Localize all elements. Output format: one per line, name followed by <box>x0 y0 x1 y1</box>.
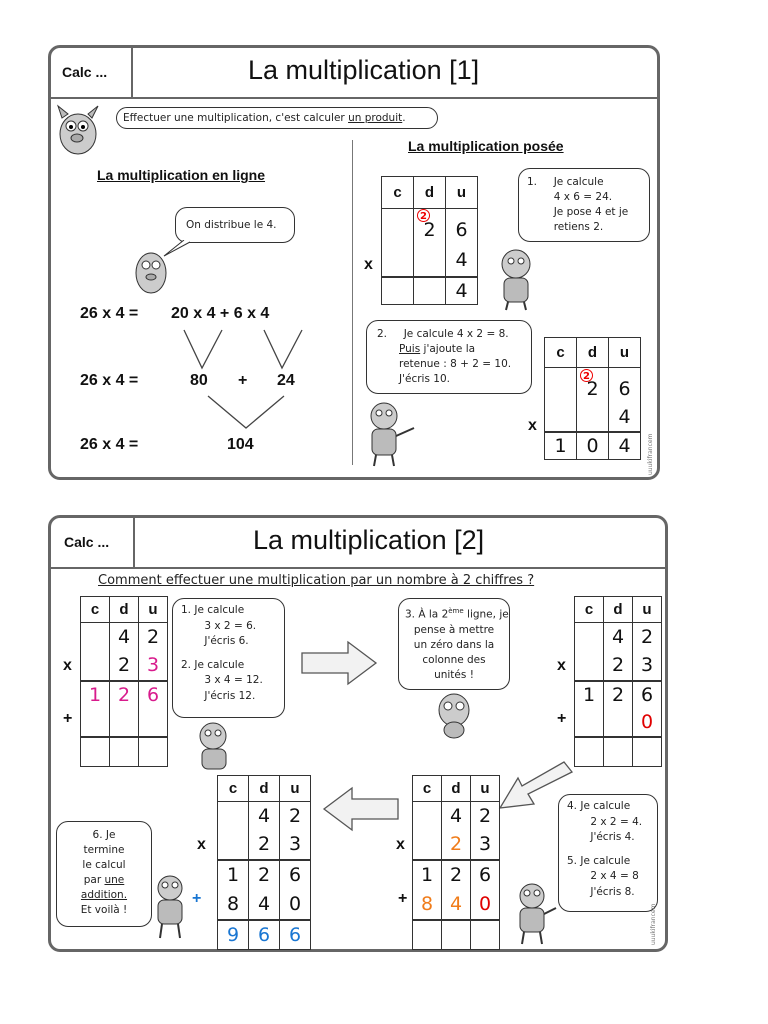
arrow-right-icon <box>300 640 378 686</box>
heading-multiplication-posee: La multiplication posée <box>408 138 564 154</box>
pig-mascot-icon <box>48 100 108 158</box>
pig-mascot-icon <box>193 718 235 774</box>
intro-bubble: Effectuer une multiplication, c'est calc… <box>116 107 438 129</box>
bubble-step-6: 6. Je termine le calcul par une addition… <box>56 821 152 927</box>
eq3-res: 104 <box>227 436 254 454</box>
pig-mascot-icon <box>510 880 558 946</box>
times-sign: x <box>197 836 206 854</box>
times-sign: x <box>528 417 537 435</box>
plus-sign: + <box>63 710 72 728</box>
pig-mascot-icon <box>432 690 478 742</box>
card1-header-vline <box>131 45 133 98</box>
times-sign: x <box>364 256 373 274</box>
pig-mascot-icon <box>360 398 418 468</box>
card2-header-vline <box>133 515 135 568</box>
eq2-plus: + <box>238 372 247 390</box>
watermark: uuukifrancem <box>647 434 654 475</box>
bubble-step-1: 1. Je calcule 4 x 6 = 24. Je pose 4 et j… <box>518 168 650 242</box>
bubble-steps-4-5: 4. Je calcule 2 x 2 = 4. J'écris 4. 5. J… <box>558 794 658 912</box>
plus-sign: + <box>557 710 566 728</box>
bubble-distribue: On distribue le 4. <box>175 207 295 243</box>
eq1-lhs: 26 x 4 = <box>80 305 138 323</box>
pig-mascot-icon <box>490 244 540 312</box>
carry-circle: 2 <box>417 209 430 222</box>
card1-calc-label: Calc ... <box>62 64 107 80</box>
card2-calc-label: Calc ... <box>64 534 109 550</box>
eq2-lhs: 26 x 4 = <box>80 372 138 390</box>
card1-title: La multiplication [1] <box>248 55 479 86</box>
card1-header-divider <box>48 97 660 99</box>
bubble-tail <box>162 240 192 260</box>
watermark: uuukifrancem <box>650 904 657 945</box>
times-sign: x <box>557 657 566 675</box>
bubble-steps-1-2: 1. Je calcule 3 x 2 = 6. J'écris 6. 2. J… <box>172 598 285 718</box>
eq2-a: 80 <box>190 372 208 390</box>
eq3-lhs: 26 x 4 = <box>80 436 138 454</box>
card2-title: La multiplication [2] <box>253 525 484 556</box>
arrow-left-icon <box>322 786 400 832</box>
times-sign: x <box>63 657 72 675</box>
card2-header-divider <box>48 567 668 569</box>
bubble-step-2: 2. Je calcule 4 x 2 = 8. Puis j'ajoute l… <box>366 320 532 394</box>
times-sign: x <box>396 836 405 854</box>
card2-subtitle: Comment effectuer une multiplication par… <box>98 573 534 588</box>
plus-sign: + <box>398 890 407 908</box>
heading-multiplication-ligne: La multiplication en ligne <box>97 167 265 183</box>
card1-column-separator <box>352 140 353 465</box>
eq1-rhs: 20 x 4 + 6 x 4 <box>171 305 269 323</box>
pig-mascot-icon <box>148 872 194 940</box>
eq2-b: 24 <box>277 372 295 390</box>
bubble-step-3: 3. À la 2ème ligne, je pense à mettre un… <box>398 598 510 690</box>
carry-circle: 2 <box>580 369 593 382</box>
